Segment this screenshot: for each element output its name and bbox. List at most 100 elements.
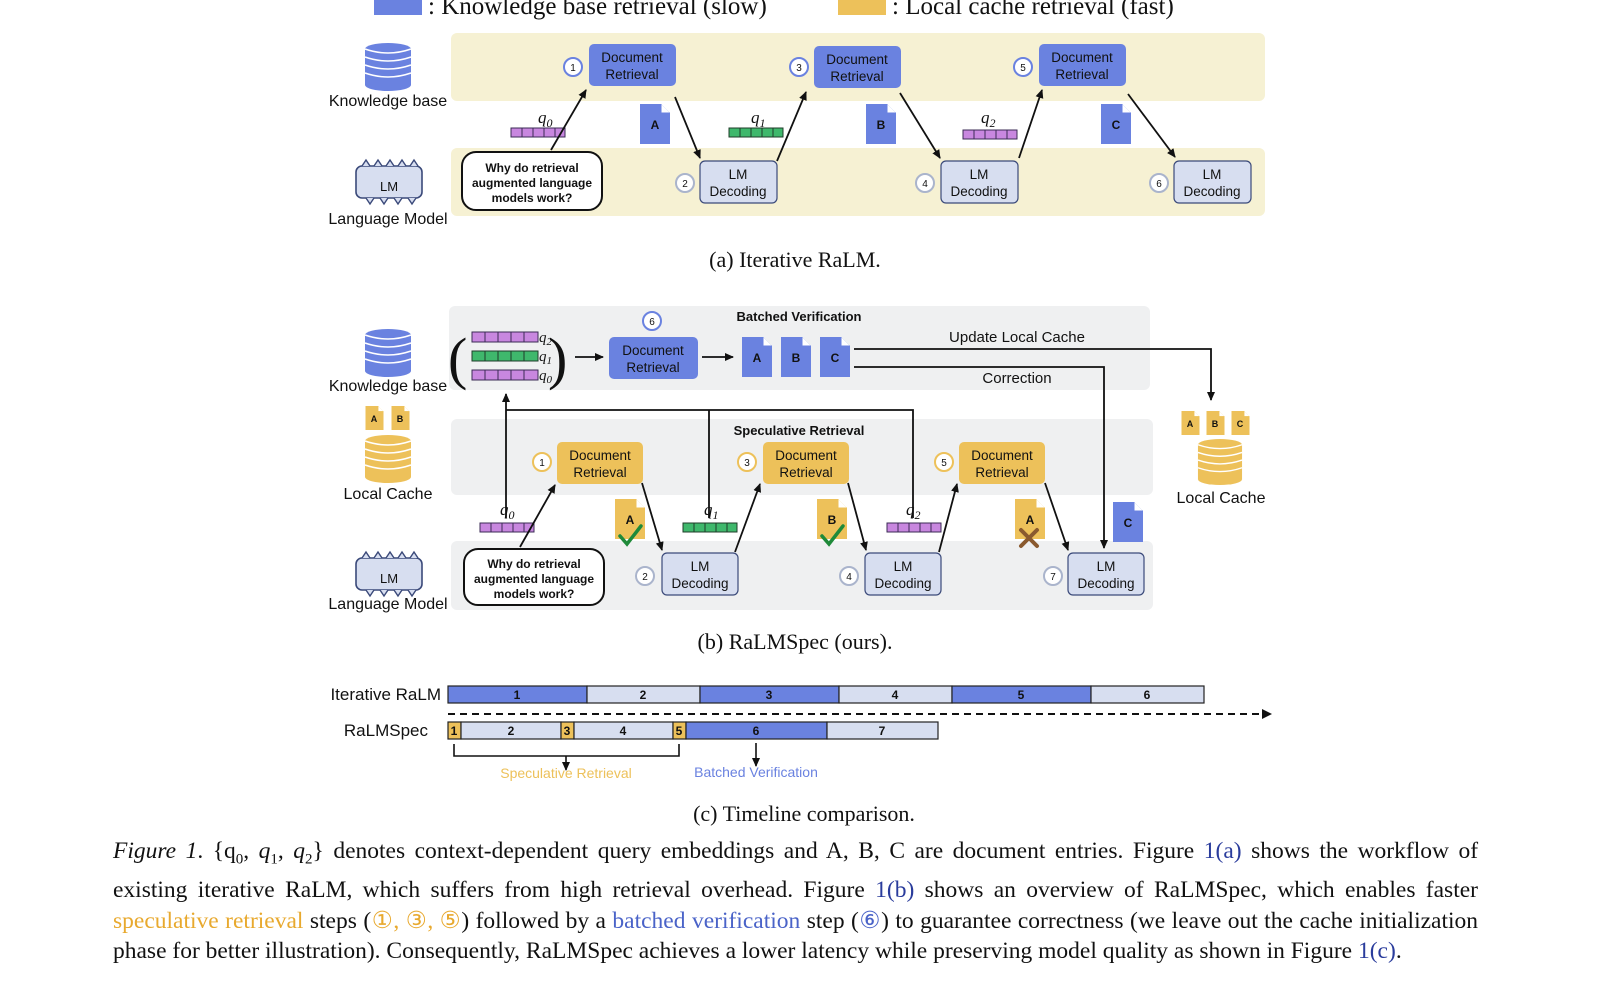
timeline-segment-label: 5: [676, 724, 683, 738]
update-local-cache-label: Update Local Cache: [949, 329, 1085, 346]
svg-text:q0: q0: [500, 500, 515, 522]
timeline-segment-label: 6: [1144, 688, 1151, 702]
caption-ref-1a[interactable]: 1(a): [1203, 838, 1242, 864]
question-line-2: augmented language: [472, 176, 592, 190]
svg-text:LM: LM: [970, 167, 989, 182]
svg-text:LM: LM: [1203, 167, 1222, 182]
svg-text:Retrieval: Retrieval: [830, 69, 883, 84]
svg-text:Document: Document: [622, 343, 684, 358]
svg-text:q2: q2: [981, 108, 996, 130]
question-line-1: Why do retrieval: [485, 161, 578, 175]
step-circle-b2: 2: [642, 572, 648, 583]
svg-text:Decoding: Decoding: [950, 184, 1007, 199]
verified-doc-c-label: C: [831, 351, 840, 365]
caption-ref-1b[interactable]: 1(b): [875, 877, 915, 904]
timeline-segment-label: 7: [879, 724, 886, 738]
svg-text:): ): [548, 326, 567, 391]
right-local-cache-icon: [1197, 439, 1243, 485]
caption-spec-steps: ①, ③, ⑤: [371, 907, 462, 934]
spec-retrieval-box-3: Document Retrieval: [763, 442, 849, 484]
cache-doc-b-label: B: [397, 414, 404, 424]
spec-doc-a-rejected-label: A: [1026, 513, 1035, 527]
legend-slow-label: : Knowledge base retrieval (slow): [428, 0, 767, 20]
caption-text: step (: [800, 907, 859, 934]
caption-ref-1c[interactable]: 1(c): [1357, 938, 1396, 965]
spec-retrieval-box-5: Document Retrieval: [959, 442, 1045, 484]
timeline-verification-label: Batched Verification: [694, 764, 818, 780]
query-embedding-q1: q1: [728, 108, 784, 138]
legend-slow-swatch: [374, 0, 422, 15]
spec-doc-b-label: B: [828, 513, 837, 527]
local-cache-label: Local Cache: [344, 486, 433, 503]
caption-figure-number: Figure 1: [113, 838, 198, 864]
doc-retrieval-box-5: Document Retrieval: [1039, 44, 1126, 86]
spec-doc-a-label: A: [626, 513, 635, 527]
lm-decoding-box-b4: LM Decoding: [864, 552, 942, 596]
lm-decoding-box-b2: LM Decoding: [661, 552, 739, 596]
legend-fast-label: : Local cache retrieval (fast): [892, 0, 1174, 20]
svg-text:Retrieval: Retrieval: [975, 465, 1028, 480]
caption-text: ) followed by a: [461, 907, 613, 934]
timeline-row1: 1 2 3 4 5 6: [447, 685, 1205, 704]
doc-retrieval-box-b6: Document Retrieval: [609, 337, 698, 379]
verified-doc-b-label: B: [792, 351, 801, 365]
caption-text: ) to guarantee correctness (we leave out…: [113, 907, 1479, 965]
knowledge-base-label: Knowledge base: [329, 93, 447, 110]
timeline-speculative-label: Speculative Retrieval: [500, 765, 632, 781]
svg-text:q1: q1: [751, 108, 766, 130]
step-circle-b3: 3: [744, 458, 750, 469]
flow-arrows-b: [502, 348, 1215, 553]
step-circle-a5: 5: [1020, 63, 1026, 74]
timeline-segment-label: 2: [508, 724, 515, 738]
lm-band: [451, 148, 1265, 216]
caption-text: denotes context-dependent query embeddin…: [323, 838, 1204, 864]
query-embedding-q2: q2: [962, 108, 1018, 140]
doc-b-label: B: [877, 118, 886, 132]
knowledge-base-label-b: Knowledge base: [329, 378, 447, 395]
svg-text:Decoding: Decoding: [1183, 184, 1240, 199]
doc-retrieval-box-3: Document Retrieval: [814, 46, 901, 88]
corrected-doc-c-label: C: [1124, 516, 1133, 530]
check-icon: [618, 524, 643, 547]
question-box: [461, 151, 603, 211]
query-embedding-b-q2: q2: [886, 500, 942, 533]
svg-text:(: (: [448, 326, 467, 391]
caption-batched-verification: batched verification: [612, 907, 801, 934]
doc-a-label: A: [651, 118, 660, 132]
knowledge-base-icon-b: [364, 329, 412, 377]
knowledge-base-icon: [364, 43, 412, 91]
svg-text:Retrieval: Retrieval: [1055, 67, 1108, 82]
svg-text:Document: Document: [601, 50, 663, 65]
legend-fast-swatch: [838, 0, 886, 15]
figure-diagram: : Knowledge base retrieval (slow) : Loca…: [328, 0, 1272, 826]
svg-text:Retrieval: Retrieval: [779, 465, 832, 480]
speculative-retrieval-title: Speculative Retrieval: [734, 423, 865, 438]
timeline-segment-label: 5: [1018, 688, 1025, 702]
step-circle-a4: 4: [922, 179, 928, 190]
svg-text:Document: Document: [971, 448, 1033, 463]
panel-b-caption: (b) RaLMSpec (ours).: [698, 629, 893, 654]
doc-c-label: C: [1112, 118, 1121, 132]
timeline-segment-label: 3: [564, 724, 571, 738]
lm-decoding-box-2: LM Decoding: [699, 160, 778, 204]
caption-verify-step: ⑥: [858, 907, 882, 934]
step-circle-b5: 5: [941, 458, 947, 469]
step-circle-b6: 6: [649, 317, 655, 328]
step-circle-a2: 2: [682, 179, 688, 190]
question-line-3: models work?: [492, 191, 573, 205]
caption-text: steps (: [303, 907, 372, 934]
panel-a: Knowledge base LM Language Model Why do …: [328, 33, 1265, 272]
step-circle-b7: 7: [1050, 572, 1056, 583]
query-embedding-q0: q0: [510, 108, 566, 138]
timeline-segment-label: 3: [766, 688, 773, 702]
lm-chip-label: LM: [380, 179, 398, 194]
caption-text: shows an overview of RaLMSpec, which ena…: [914, 877, 1478, 904]
right-cache-doc-c-label: C: [1237, 419, 1244, 429]
query-embedding-b-q1: q1: [682, 500, 738, 533]
panel-b: Knowledge base A B Local Cache LM Langua…: [328, 306, 1266, 654]
svg-text:LM: LM: [691, 559, 710, 574]
right-cache-doc-b-label: B: [1212, 419, 1219, 429]
lm-decoding-box-6: LM Decoding: [1173, 160, 1252, 204]
local-cache-icon: [364, 435, 412, 483]
panel-c-caption: (c) Timeline comparison.: [693, 801, 915, 826]
